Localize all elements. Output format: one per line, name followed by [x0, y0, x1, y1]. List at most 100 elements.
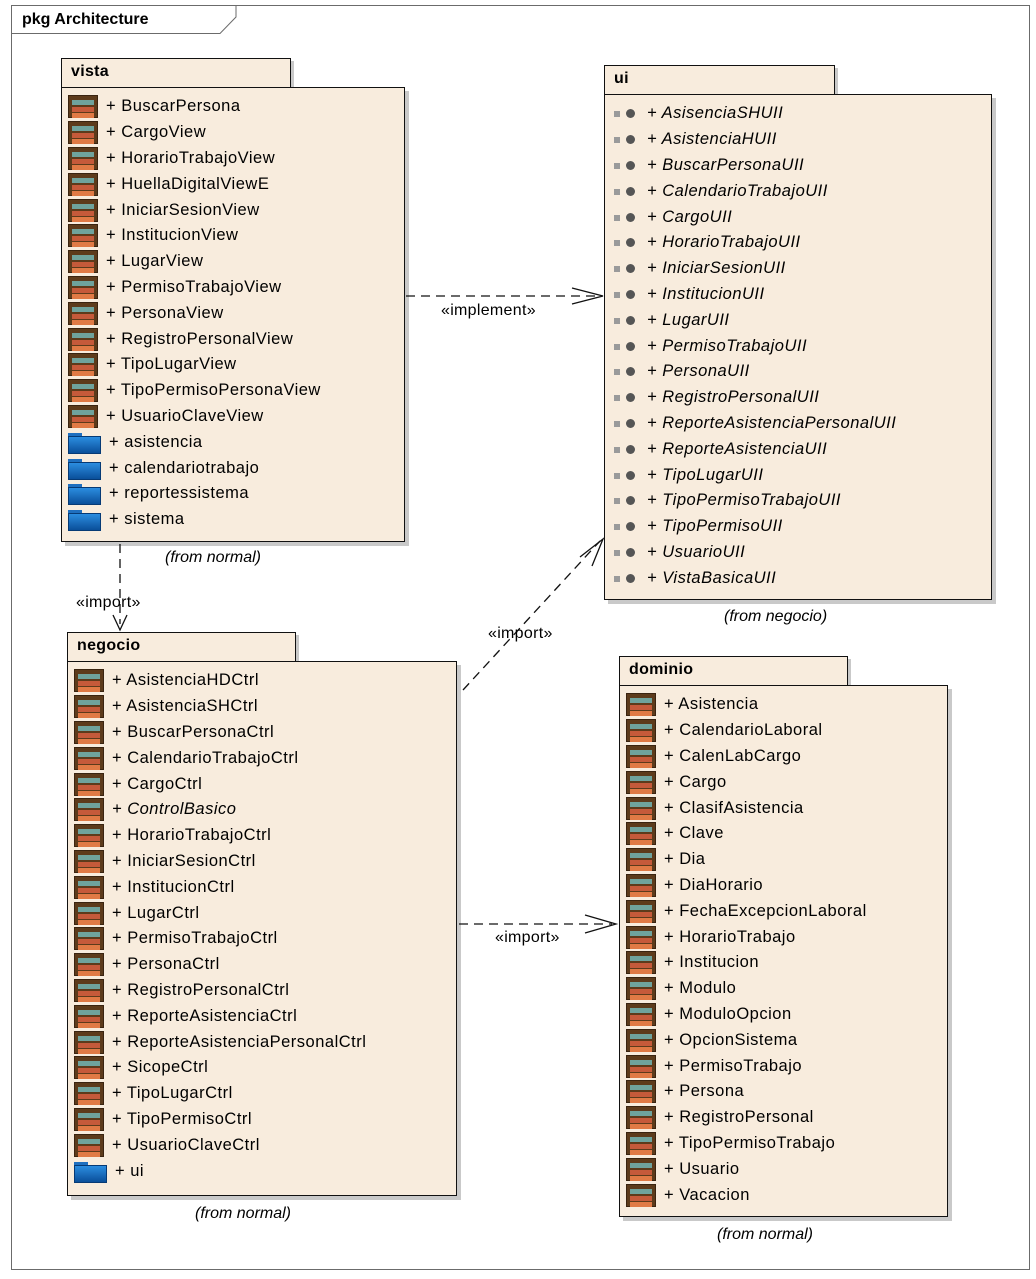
package-member[interactable]: + InstitucionUII: [611, 282, 896, 308]
package-member[interactable]: + TipoPermisoPersonaView: [68, 378, 321, 404]
package-member[interactable]: + LugarUII: [611, 307, 896, 333]
package-member[interactable]: + sistema: [68, 507, 321, 533]
member-label: + Clave: [664, 824, 724, 843]
package-member[interactable]: + CalendarioTrabajoUII: [611, 178, 896, 204]
package-member[interactable]: + LugarView: [68, 249, 321, 275]
package-member[interactable]: + RegistroPersonal: [626, 1105, 867, 1131]
class-icon: [626, 1002, 656, 1026]
package-member[interactable]: + HorarioTrabajo: [626, 924, 867, 950]
package-member[interactable]: + ReporteAsistenciaUII: [611, 436, 896, 462]
member-label: + TipoPermisoPersonaView: [106, 381, 321, 400]
package-member[interactable]: + ModuloOpcion: [626, 1002, 867, 1028]
package-member[interactable]: + CargoView: [68, 120, 321, 146]
member-label: + RegistroPersonalView: [106, 329, 294, 348]
folder-icon: [68, 508, 101, 532]
package-member[interactable]: + TipoLugarCtrl: [74, 1081, 366, 1107]
package-member[interactable]: + HorarioTrabajoView: [68, 146, 321, 172]
package-member[interactable]: + reportessistema: [68, 481, 321, 507]
package-member[interactable]: + Modulo: [626, 976, 867, 1002]
package-origin-note: (from negocio): [724, 608, 828, 625]
class-icon: [68, 275, 98, 299]
package-member[interactable]: + FechaExcepcionLaboral: [626, 898, 867, 924]
class-icon: [74, 849, 104, 873]
package-member[interactable]: + TipoPermisoCtrl: [74, 1107, 366, 1133]
package-member[interactable]: + ControlBasico: [74, 797, 366, 823]
package-member[interactable]: + AsistenciaHDCtrl: [74, 668, 366, 694]
package-member[interactable]: + DiaHorario: [626, 873, 867, 899]
package-member[interactable]: + UsuarioUII: [611, 540, 896, 566]
member-label: + InstitucionView: [106, 226, 239, 245]
package-member[interactable]: + RegistroPersonalCtrl: [74, 978, 366, 1004]
package-member[interactable]: + BuscarPersonaCtrl: [74, 720, 366, 746]
package-member[interactable]: + ReporteAsistenciaPersonalCtrl: [74, 1029, 366, 1055]
package-member[interactable]: + UsuarioClaveView: [68, 404, 321, 430]
package-member[interactable]: + CalendarioTrabajoCtrl: [74, 745, 366, 771]
class-icon: [68, 224, 98, 248]
class-icon: [626, 873, 656, 897]
package-member[interactable]: + CalendarioLaboral: [626, 718, 867, 744]
package-member[interactable]: + ui: [74, 1158, 366, 1184]
package-member[interactable]: + BuscarPersonaUII: [611, 153, 896, 179]
class-icon: [68, 121, 98, 145]
package-member[interactable]: + SicopeCtrl: [74, 1055, 366, 1081]
package-member[interactable]: + PersonaCtrl: [74, 952, 366, 978]
package-member[interactable]: + TipoPermisoUII: [611, 514, 896, 540]
package-member[interactable]: + CargoCtrl: [74, 771, 366, 797]
package-member[interactable]: + LugarCtrl: [74, 900, 366, 926]
package-member[interactable]: + ReporteAsistenciaPersonalUII: [611, 411, 896, 437]
package-member[interactable]: + Dia: [626, 847, 867, 873]
package-member[interactable]: + TipoPermisoTrabajo: [626, 1131, 867, 1157]
class-icon: [626, 822, 656, 846]
class-icon: [626, 925, 656, 949]
package-member[interactable]: + PermisoTrabajoUII: [611, 333, 896, 359]
package-member[interactable]: + PermisoTrabajoView: [68, 275, 321, 301]
package-member[interactable]: + TipoLugarUII: [611, 462, 896, 488]
package-member[interactable]: + Persona: [626, 1079, 867, 1105]
package-member[interactable]: + Clave: [626, 821, 867, 847]
package-member[interactable]: + Asistencia: [626, 692, 867, 718]
package-member[interactable]: + ReporteAsistenciaCtrl: [74, 1003, 366, 1029]
package-member[interactable]: + IniciarSesionUII: [611, 256, 896, 282]
package-member[interactable]: + UsuarioClaveCtrl: [74, 1132, 366, 1158]
package-member[interactable]: + BuscarPersona: [68, 94, 321, 120]
package-member[interactable]: + PermisoTrabajoCtrl: [74, 926, 366, 952]
package-member[interactable]: + RegistroPersonalView: [68, 326, 321, 352]
package-member[interactable]: + HorarioTrabajoCtrl: [74, 823, 366, 849]
package-member[interactable]: + calendariotrabajo: [68, 455, 321, 481]
member-label: + UsuarioClaveView: [106, 406, 264, 425]
package-member[interactable]: + Usuario: [626, 1156, 867, 1182]
class-icon: [626, 977, 656, 1001]
package-member[interactable]: + IniciarSesionView: [68, 197, 321, 223]
class-icon: [74, 1082, 104, 1106]
package-member[interactable]: + InstitucionView: [68, 223, 321, 249]
package-member[interactable]: + asistencia: [68, 429, 321, 455]
package-member[interactable]: + ClasifAsistencia: [626, 795, 867, 821]
member-label: + ReporteAsistenciaUII: [647, 439, 828, 458]
package-member[interactable]: + CargoUII: [611, 204, 896, 230]
package-member[interactable]: + AsistenciaHUII: [611, 127, 896, 153]
package-member[interactable]: + TipoLugarView: [68, 352, 321, 378]
package-member[interactable]: + Vacacion: [626, 1182, 867, 1208]
package-member[interactable]: + HorarioTrabajoUII: [611, 230, 896, 256]
package-member[interactable]: + RegistroPersonalUII: [611, 385, 896, 411]
package-member[interactable]: + VistaBasicaUII: [611, 565, 896, 591]
package-member[interactable]: + InstitucionCtrl: [74, 874, 366, 900]
package-member[interactable]: + TipoPermisoTrabajoUII: [611, 488, 896, 514]
member-label: + LugarView: [106, 252, 204, 271]
member-label: + InstitucionCtrl: [112, 877, 235, 896]
package-body: + BuscarPersona+ CargoView+ HorarioTraba…: [61, 87, 405, 542]
package-member[interactable]: + OpcionSistema: [626, 1027, 867, 1053]
package-member[interactable]: + AsistenciaSHCtrl: [74, 694, 366, 720]
package-member[interactable]: + PermisoTrabajo: [626, 1053, 867, 1079]
package-member[interactable]: + CalenLabCargo: [626, 744, 867, 770]
package-member[interactable]: + IniciarSesionCtrl: [74, 849, 366, 875]
class-icon: [74, 978, 104, 1002]
package-member[interactable]: + Institucion: [626, 950, 867, 976]
open-arrowhead: [584, 914, 619, 934]
package-member[interactable]: + HuellaDigitalViewE: [68, 171, 321, 197]
package-member[interactable]: + PersonaView: [68, 300, 321, 326]
member-label: + sistema: [109, 510, 185, 529]
package-member[interactable]: + Cargo: [626, 769, 867, 795]
package-member[interactable]: + PersonaUII: [611, 359, 896, 385]
package-member[interactable]: + AsisenciaSHUII: [611, 101, 896, 127]
